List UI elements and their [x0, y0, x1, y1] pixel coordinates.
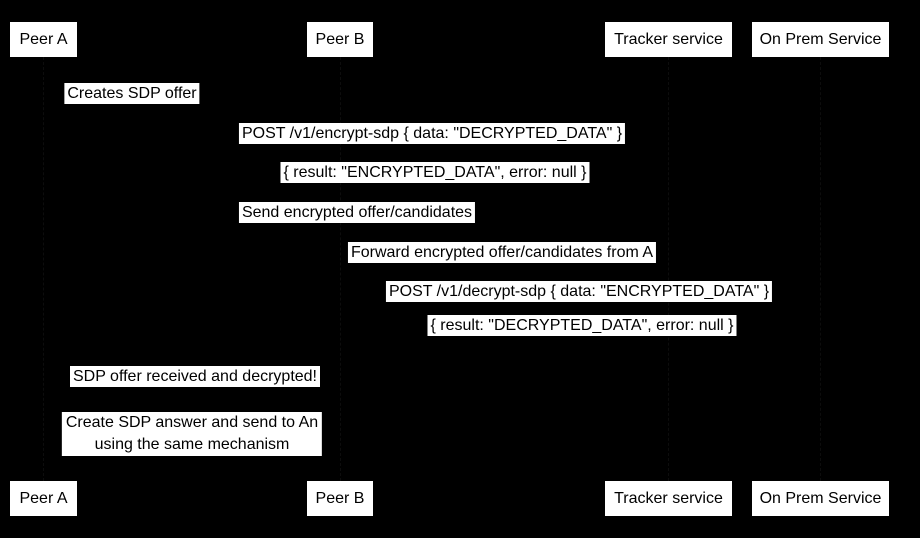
note-create-sdp-answer: Create SDP answer and send to An using t…	[61, 412, 323, 456]
actor-on-prem-service-top: On Prem Service	[752, 22, 889, 57]
message-sdp-offer-received: SDP offer received and decrypted!	[70, 366, 320, 387]
lifeline-peer-b	[340, 57, 341, 481]
actor-label: Peer A	[19, 489, 68, 507]
actor-peer-b-top: Peer B	[307, 22, 373, 57]
actor-peer-a-bottom: Peer A	[10, 481, 77, 516]
lifeline-tracker-service	[668, 57, 669, 481]
message-result-decrypted-data: { result: "DECRYPTED_DATA", error: null …	[427, 315, 737, 336]
actor-label: Peer B	[315, 30, 365, 48]
message-send-encrypted-offer: Send encrypted offer/candidates	[238, 202, 476, 223]
actor-label: Tracker service	[614, 489, 723, 507]
actor-label: Tracker service	[614, 30, 723, 48]
message-post-decrypt-sdp: POST /v1/decrypt-sdp { data: "ENCRYPTED_…	[385, 281, 773, 302]
actor-peer-b-bottom: Peer B	[307, 481, 373, 516]
actor-peer-a-top: Peer A	[10, 22, 77, 57]
message-creates-sdp-offer: Creates SDP offer	[64, 83, 200, 104]
actor-label: Peer A	[19, 30, 68, 48]
actor-on-prem-service-bottom: On Prem Service	[752, 481, 889, 516]
actor-tracker-service-bottom: Tracker service	[605, 481, 732, 516]
note-line-1: Create SDP answer and send to An	[65, 414, 319, 431]
message-post-encrypt-sdp: POST /v1/encrypt-sdp { data: "DECRYPTED_…	[238, 123, 626, 144]
message-result-encrypted-data: { result: "ENCRYPTED_DATA", error: null …	[280, 162, 590, 183]
note-line-2: using the same mechanism	[94, 436, 290, 453]
lifeline-on-prem-service	[820, 57, 821, 481]
actor-tracker-service-top: Tracker service	[605, 22, 732, 57]
actor-label: On Prem Service	[759, 489, 882, 507]
actor-label: Peer B	[315, 489, 365, 507]
actor-label: On Prem Service	[759, 30, 882, 48]
lifeline-peer-a	[43, 57, 44, 481]
message-forward-encrypted-offer: Forward encrypted offer/candidates from …	[347, 242, 657, 263]
